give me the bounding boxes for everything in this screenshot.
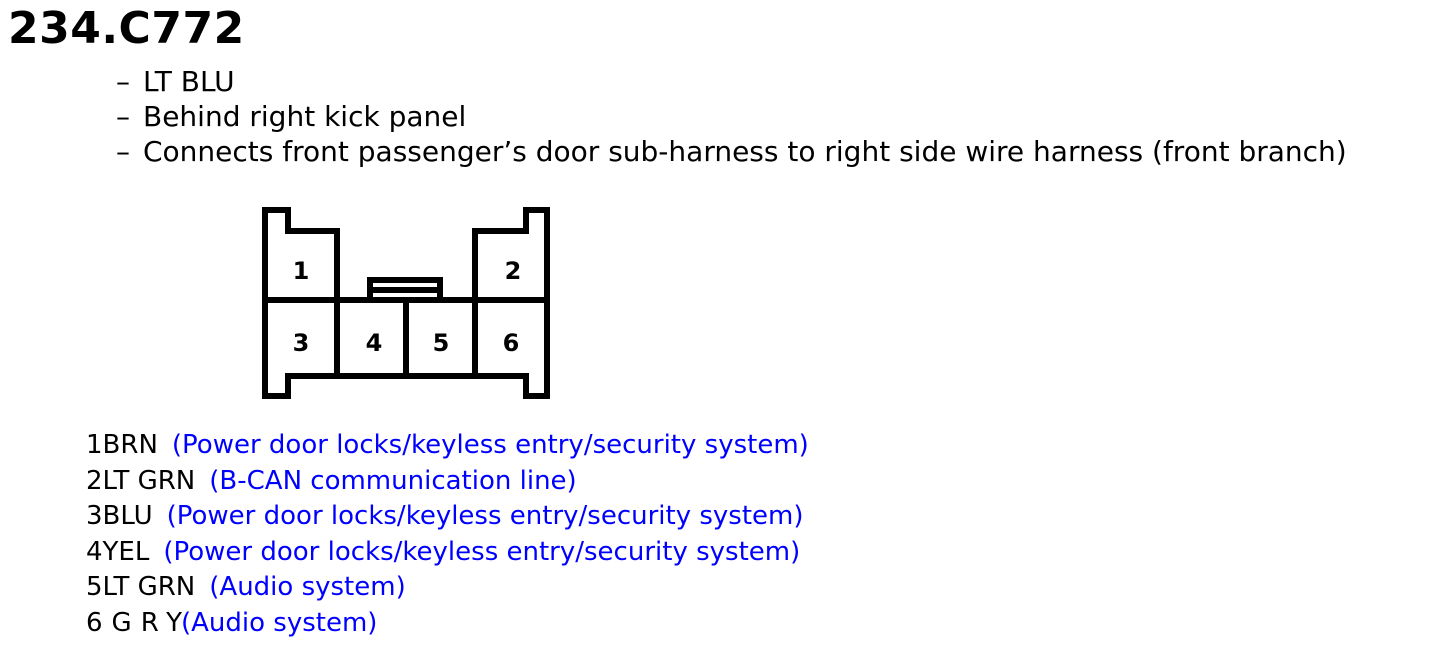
cavity-label-1: 1	[293, 257, 310, 285]
connector-details: –LT BLU –Behind right kick panel –Connec…	[116, 64, 1347, 169]
cavity-label-5: 5	[433, 329, 450, 357]
cavity-label-2: 2	[505, 257, 522, 285]
detail-color-text: LT BLU	[143, 65, 235, 98]
cavity-label-6: 6	[503, 329, 520, 357]
pin-row: 2LT GRN (B-CAN communication line)	[86, 464, 809, 500]
wire-color: YEL	[102, 536, 150, 567]
pin-row: 4YEL (Power door locks/keyless entry/secu…	[86, 535, 809, 571]
detail-bullet: –	[116, 100, 130, 133]
wire-color: BLU	[102, 501, 153, 532]
circuit-description: (B-CAN communication line)	[209, 465, 577, 496]
detail-bullet: –	[116, 135, 130, 168]
detail-connection: –Connects front passenger’s door sub-har…	[116, 134, 1347, 169]
wire-color: BRN	[102, 430, 158, 460]
circuit-description: (Power door locks/keyless entry/security…	[163, 536, 801, 567]
connector-face-diagram: 1 2 3 4 5 6	[262, 207, 550, 399]
circuit-description: (Audio system)	[209, 572, 406, 603]
connector-title: 234.C772	[8, 3, 245, 54]
pin-number: 4	[86, 536, 103, 567]
pin-row: 3BLU (Power door locks/keyless entry/secu…	[86, 499, 809, 535]
pin-number: 2	[86, 465, 103, 496]
pin-number: 3	[86, 501, 103, 532]
detail-bullet: –	[116, 65, 130, 98]
pin-row: 5LT GRN (Audio system)	[86, 570, 809, 606]
pin-row: 1BRN (Power door locks/keyless entry/secu…	[86, 428, 809, 464]
pin-number: 6	[86, 607, 112, 638]
cavity-label-3: 3	[293, 329, 310, 357]
wire-color: GRY	[111, 607, 191, 638]
detail-location: –Behind right kick panel	[116, 99, 1347, 134]
connector-housing-outline	[262, 207, 550, 399]
pin-list: 1BRN (Power door locks/keyless entry/secu…	[86, 428, 809, 642]
detail-location-text: Behind right kick panel	[143, 100, 467, 133]
cavity-label-4: 4	[366, 329, 383, 357]
pin-row: 6GRY(Audio system)	[86, 606, 809, 642]
pin-number: 5	[86, 572, 103, 603]
detail-color: –LT BLU	[116, 64, 1347, 99]
pin-number: 1	[86, 430, 103, 460]
detail-connection-text: Connects front passenger’s door sub-harn…	[143, 135, 1347, 168]
wire-color: LT GRN	[102, 572, 196, 603]
circuit-description: (Power door locks/keyless entry/security…	[171, 430, 809, 460]
circuit-description: (Power door locks/keyless entry/security…	[166, 501, 804, 532]
wire-color: LT GRN	[102, 465, 196, 496]
circuit-description: (Audio system)	[180, 607, 378, 638]
